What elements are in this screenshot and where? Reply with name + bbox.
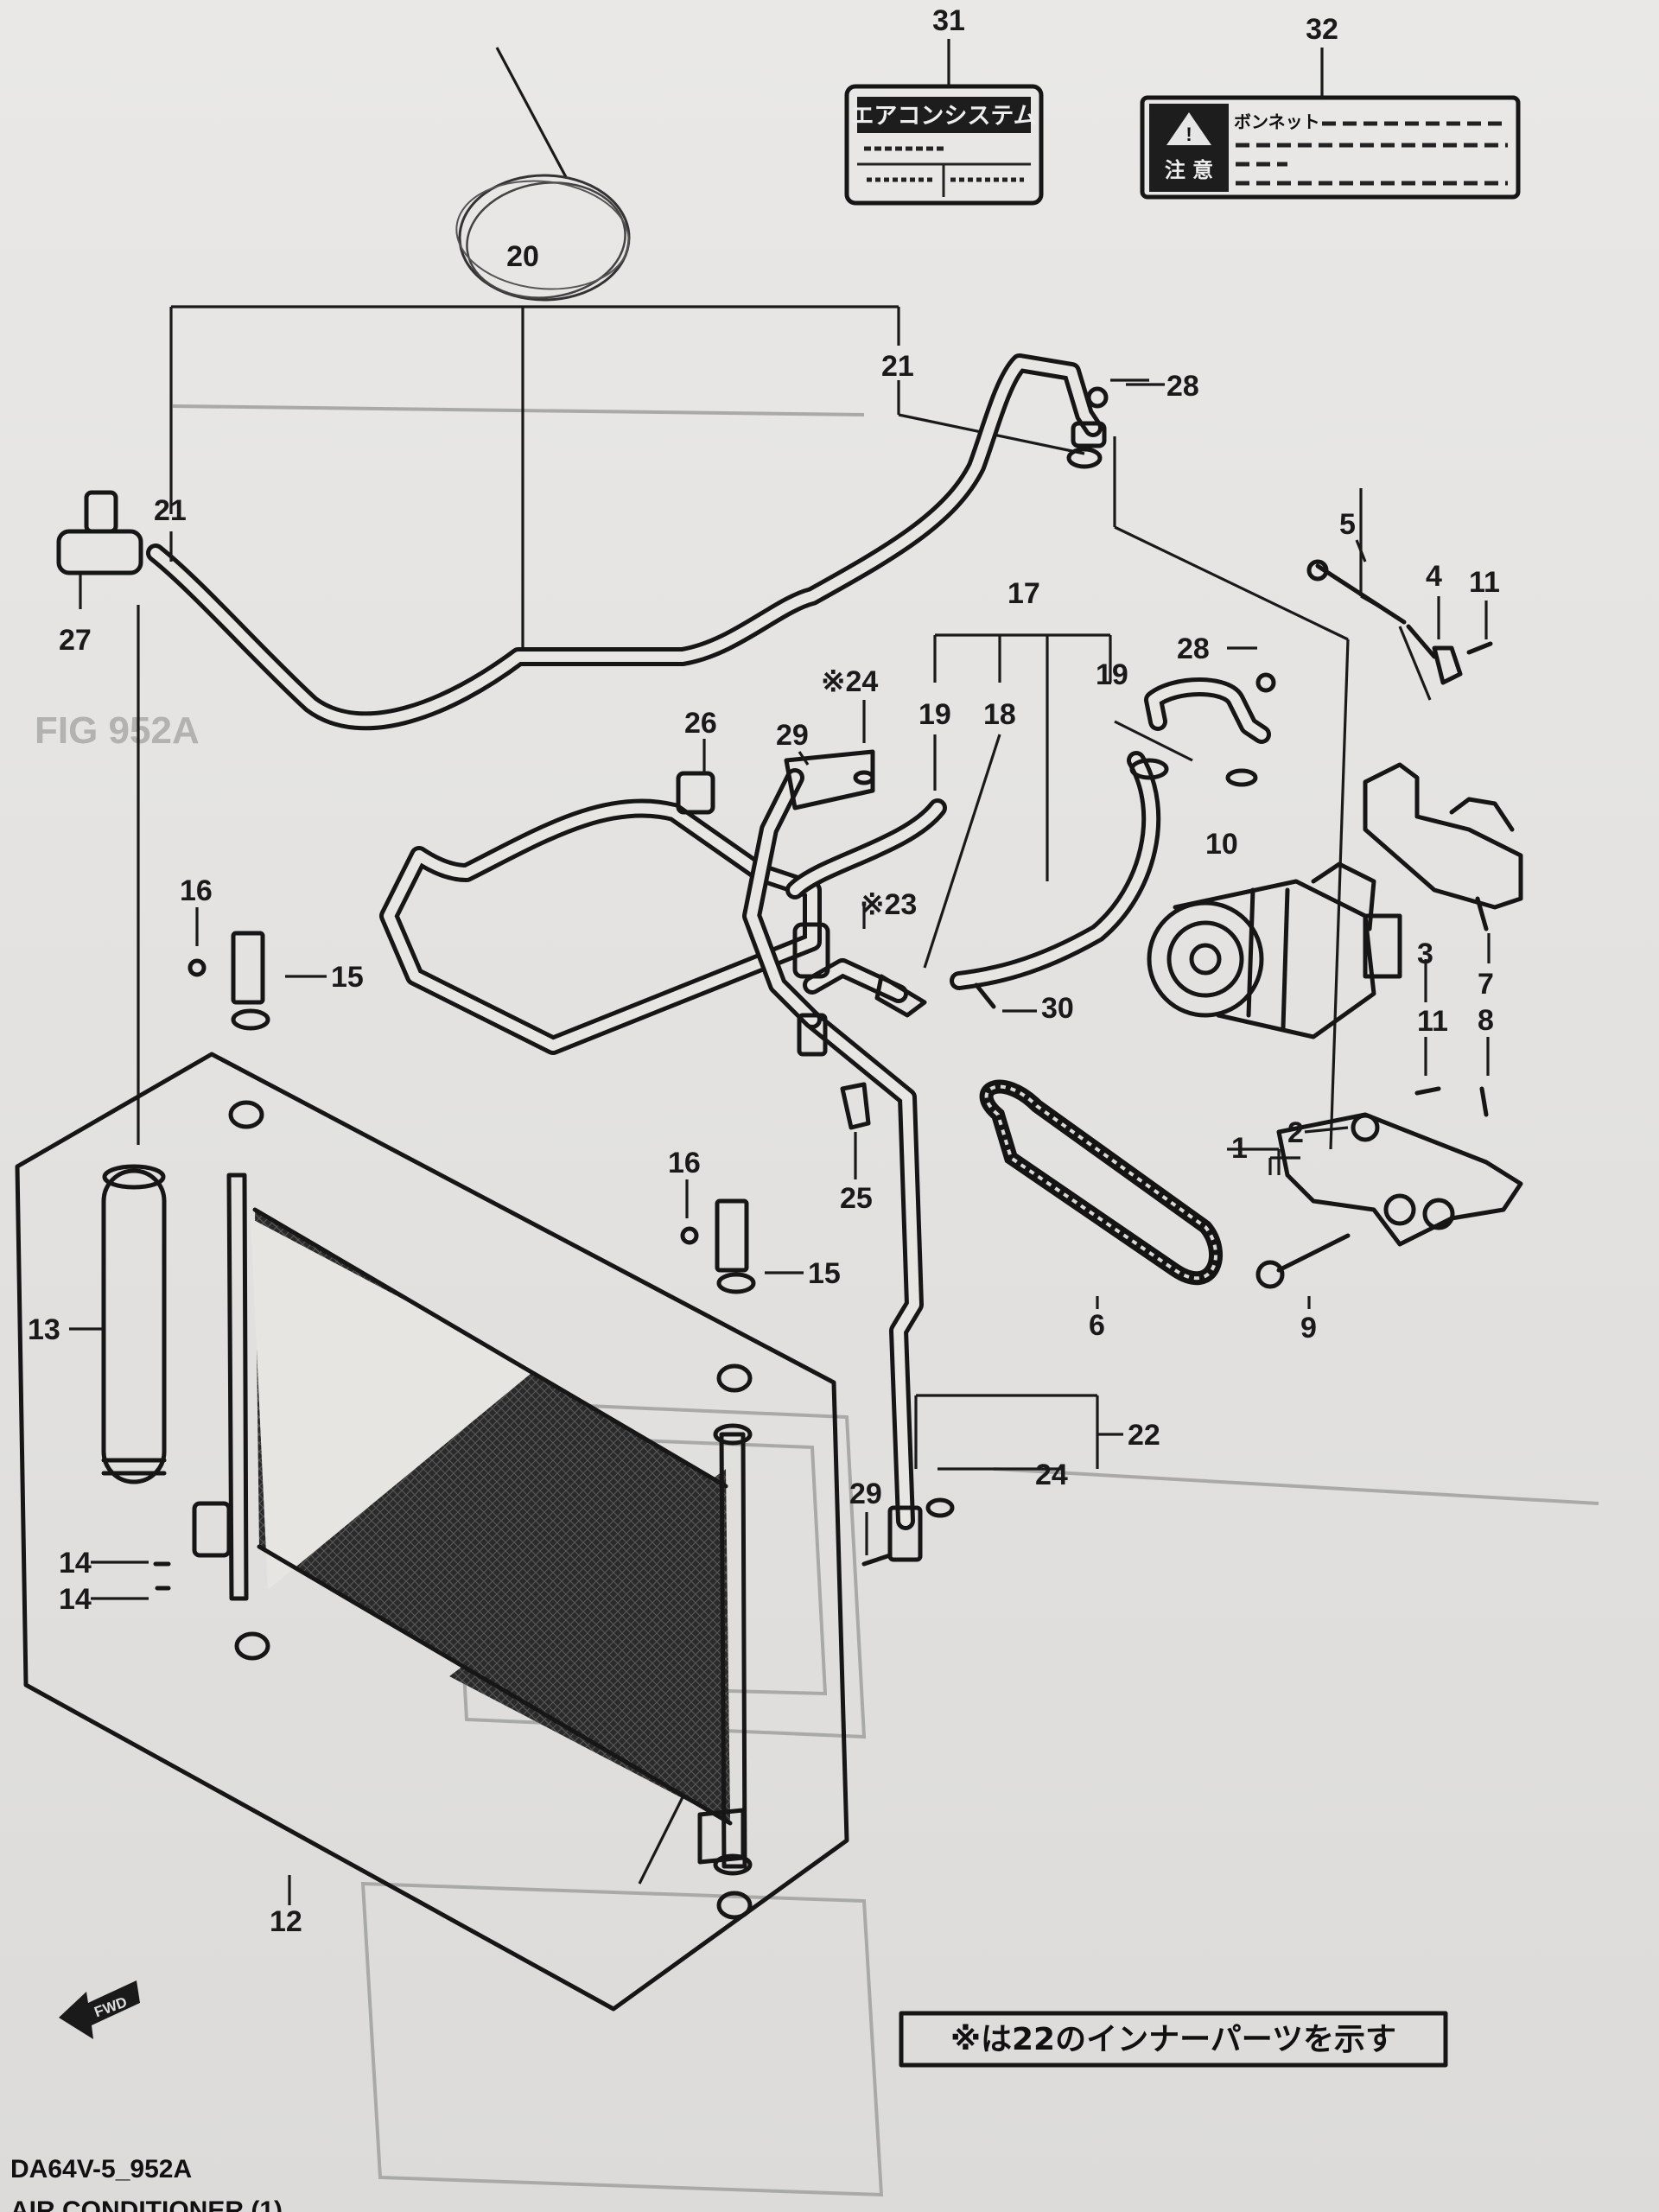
diagram-title: AIR CONDITIONER (1) — [10, 2196, 283, 2212]
callout-11-upper: 11 — [1469, 566, 1500, 599]
callout-numbers: 1 2 3 4 5 6 7 8 9 10 11 11 12 13 14 14 1… — [28, 4, 1500, 1938]
callout-10: 10 — [1205, 828, 1238, 861]
condenser-assembly — [15, 1052, 849, 2012]
callout-14-upper: 14 — [59, 1547, 92, 1580]
label32-side: 注 意 — [1165, 158, 1213, 182]
refrigerant-pipes — [146, 353, 1271, 1530]
callout-4: 4 — [1426, 560, 1442, 593]
compressor — [1147, 861, 1402, 1039]
note-text: ※は22のインナーパーツを示す — [950, 2022, 1396, 2057]
label-air-con-system: エアコンシステム — [844, 84, 1044, 206]
ghost-fig-code: FIG 952A — [35, 709, 200, 752]
callout-21-left: 21 — [154, 494, 187, 527]
handdrawn-circle-annotation — [455, 47, 631, 302]
callout-3: 3 — [1417, 938, 1433, 970]
diagram-footer: DA64V-5_952A AIR CONDITIONER (1) — [10, 2155, 283, 2212]
callout-29-upper: 29 — [776, 719, 809, 752]
callout-23: ※23 — [860, 888, 917, 921]
label-warning: ! 注 意 ボンネット — [1140, 95, 1521, 200]
callout-ticks — [69, 39, 1491, 1905]
callout-17: 17 — [1007, 577, 1040, 610]
callout-25: 25 — [840, 1182, 873, 1215]
callout-22: 22 — [1128, 1419, 1160, 1452]
callout-13: 13 — [28, 1313, 60, 1346]
callout-2: 2 — [1287, 1116, 1304, 1149]
compressor-bracket-upper — [1306, 559, 1523, 931]
fittings-and-bolts — [56, 386, 1276, 1920]
callout-18: 18 — [983, 698, 1016, 731]
callout-8: 8 — [1478, 1004, 1494, 1037]
callout-14-lower: 14 — [59, 1583, 92, 1616]
callout-6: 6 — [1089, 1309, 1105, 1342]
callout-31: 31 — [932, 4, 965, 37]
callout-20: 20 — [506, 240, 539, 273]
callout-19-right: 19 — [1096, 658, 1128, 691]
callout-16-left: 16 — [180, 874, 213, 907]
svg-text:!: ! — [1185, 124, 1192, 145]
callout-24-lower: 24 — [1035, 1459, 1068, 1491]
callout-15-left: 15 — [331, 961, 364, 994]
callout-27: 27 — [59, 624, 92, 657]
callout-12: 12 — [270, 1905, 302, 1938]
fwd-arrow: FWD — [59, 1980, 140, 2039]
diagram-code: DA64V-5_952A — [10, 2155, 192, 2183]
callout-16-right: 16 — [668, 1147, 701, 1179]
callout-26: 26 — [684, 707, 717, 740]
callout-5: 5 — [1339, 508, 1356, 541]
receiver-drier — [101, 1164, 167, 1484]
callout-15-right: 15 — [808, 1257, 841, 1290]
callout-29-lower: 29 — [849, 1478, 882, 1510]
callout-24-upper: ※24 — [821, 665, 878, 698]
label32-top: ボンネット — [1234, 111, 1320, 132]
callout-19-left: 19 — [918, 698, 951, 731]
callout-28-upper: 28 — [1166, 370, 1199, 403]
label31-title: エアコンシステム — [850, 103, 1036, 130]
callout-32: 32 — [1306, 13, 1338, 46]
callout-21-right: 21 — [881, 350, 914, 383]
callout-7: 7 — [1478, 968, 1494, 1001]
drive-belt — [979, 1079, 1223, 1286]
callout-30: 30 — [1041, 992, 1074, 1025]
callout-11-lower: 11 — [1417, 1005, 1448, 1038]
callout-28-lower: 28 — [1177, 632, 1210, 665]
compressor-bracket-lower — [1255, 1086, 1523, 1289]
show-through-background: FIG 952A — [35, 404, 1599, 2197]
note-box: ※は22のインナーパーツを示す — [899, 2011, 1448, 2068]
callout-9: 9 — [1300, 1312, 1317, 1344]
